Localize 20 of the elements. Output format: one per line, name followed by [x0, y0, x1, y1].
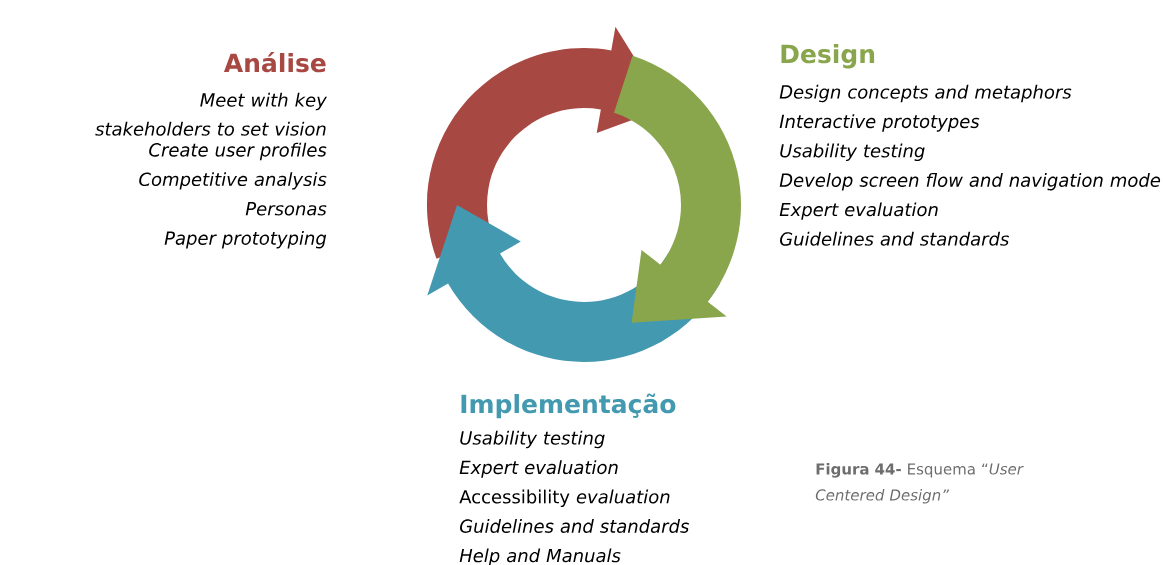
activity-text: Accessibility evaluation: [459, 489, 670, 508]
activity-text: Help and Manuals: [459, 548, 621, 565]
activity-text: Usability testing: [780, 143, 925, 162]
phase-heading: Análise: [223, 52, 326, 73]
activity-text: Expert evaluation: [459, 460, 618, 478]
activity-text: Personas: [245, 202, 327, 216]
phase-heading: Design: [781, 44, 875, 69]
activity-text: Usability testing: [460, 430, 605, 449]
activity-text: Design concepts and metaphors: [779, 84, 1072, 103]
figure-caption: Figura 44- Esquema “User Centered Design”: [815, 463, 1024, 504]
activity-text: Meet with key stakeholders to set vision: [95, 92, 327, 136]
activity-text: Interactive prototypes: [779, 114, 980, 132]
activity-text: Guidelines and standards: [460, 519, 689, 533]
phase-heading: Implementação: [461, 393, 676, 419]
activity-text: Create user profiles: [149, 142, 327, 161]
activity-text: Develop screen flow and navigation mode: [779, 173, 1161, 191]
activity-text: Guidelines and standards: [780, 231, 1009, 246]
activity-text: Paper prototyping: [164, 230, 327, 249]
activity-text: Expert evaluation: [779, 202, 938, 220]
activity-text: Competitive analysis: [139, 172, 327, 190]
